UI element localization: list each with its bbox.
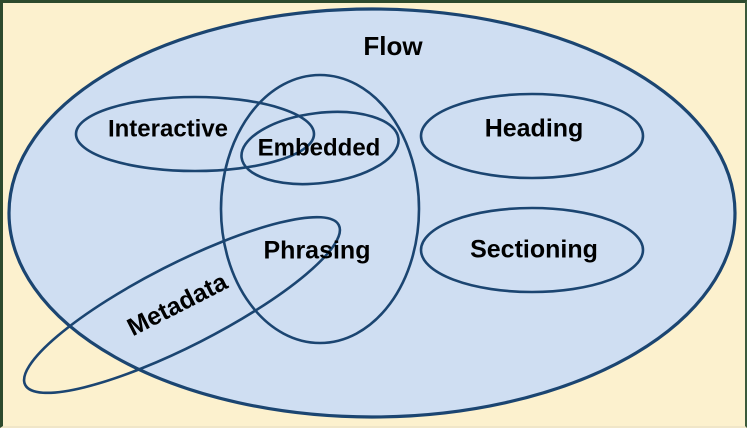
ellipse-sectioning[interactable] [419, 206, 645, 294]
label-interactive: Interactive [108, 115, 228, 142]
ellipse-heading[interactable] [419, 92, 645, 180]
ellipse-metadata[interactable] [7, 189, 358, 422]
label-heading: Heading [485, 115, 584, 143]
ellipse-phrasing[interactable] [219, 73, 421, 345]
ellipse-interactive[interactable] [74, 95, 316, 173]
label-flow: Flow [363, 31, 423, 61]
venn-diagram: Flow Interactive Embedded Phrasing Metad… [7, 7, 737, 422]
ellipse-flow[interactable] [7, 7, 737, 419]
label-embedded: Embedded [258, 134, 381, 161]
label-phrasing: Phrasing [264, 237, 371, 265]
ellipse-embedded[interactable] [237, 104, 402, 193]
label-sectioning: Sectioning [470, 236, 598, 264]
